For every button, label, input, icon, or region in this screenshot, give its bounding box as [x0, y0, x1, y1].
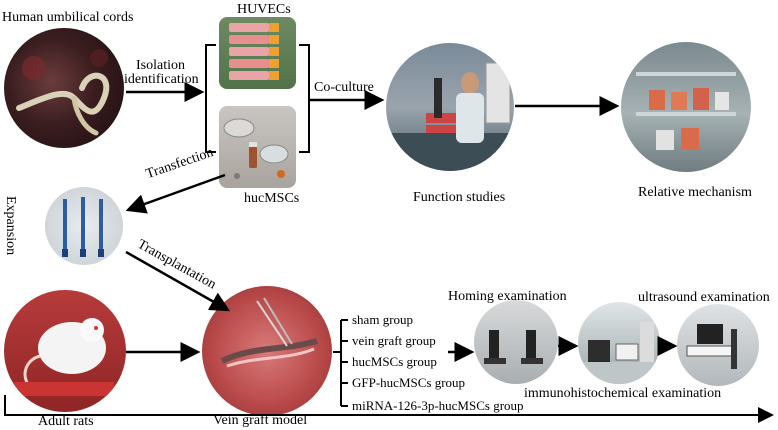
ultrasound-examination-photo [677, 304, 759, 386]
homing-examination-photo [474, 300, 558, 384]
umbilical-cord-drawing [16, 49, 110, 136]
group-item-mirna-hucmscs: miRNA-126-3p-hucMSCs group [352, 398, 524, 413]
umbilical-cord-photo [4, 28, 124, 148]
label-immunohistochemical-examination: immunohistochemical examination [524, 386, 722, 401]
ultrasound-machine-drawing [686, 324, 737, 369]
label-homing-examination: Homing examination [448, 289, 567, 304]
transplantation-arrow [125, 250, 231, 312]
left-bracket [205, 44, 216, 153]
label-isolation: Isolation [136, 58, 185, 73]
adult-rats-photo [4, 290, 126, 412]
label-huvecs: HUVECs [237, 2, 291, 17]
label-relative-mechanism: Relative mechanism [638, 185, 752, 200]
function-studies-photo [386, 43, 514, 171]
transfection-arrow [125, 173, 226, 214]
label-expansion: Expansion [3, 196, 18, 256]
culture-flasks-drawing [229, 23, 279, 80]
microscopes-drawing [484, 330, 543, 364]
relative-mechanism-photo [621, 42, 751, 172]
label-function-studies: Function studies [413, 190, 506, 205]
label-identification: identification [124, 72, 199, 87]
hucmscs-photo [219, 106, 296, 188]
group-item-sham: sham group [352, 312, 414, 327]
label-vein-graft-model: Vein graft model [213, 413, 308, 428]
syringes-drawing [62, 197, 104, 257]
right-bracket [299, 44, 310, 153]
rat-drawing [14, 318, 114, 396]
immunohistochemical-photo [578, 302, 660, 384]
lab-equipment-drawing [578, 322, 660, 384]
label-adult-rats: Adult rats [38, 414, 94, 429]
label-ultrasound-examination: ultrasound examination [638, 290, 770, 305]
label-human-umbilical-cords: Human umbilical cords [2, 10, 134, 25]
culture-dishes-drawing [223, 118, 289, 179]
expansion-photo [45, 187, 123, 265]
huvecs-photo [219, 17, 296, 89]
incubator-drawing [636, 72, 736, 150]
label-hucmscs: hucMSCs [244, 191, 300, 206]
label-co-culture: Co-culture [314, 80, 374, 95]
group-item-hucmscs: hucMSCs group [352, 354, 437, 369]
group-item-vein-graft: vein graft group [352, 333, 436, 348]
group-item-gfp-hucmscs: GFP-hucMSCs group [352, 375, 466, 390]
surgery-drawing [220, 297, 318, 368]
